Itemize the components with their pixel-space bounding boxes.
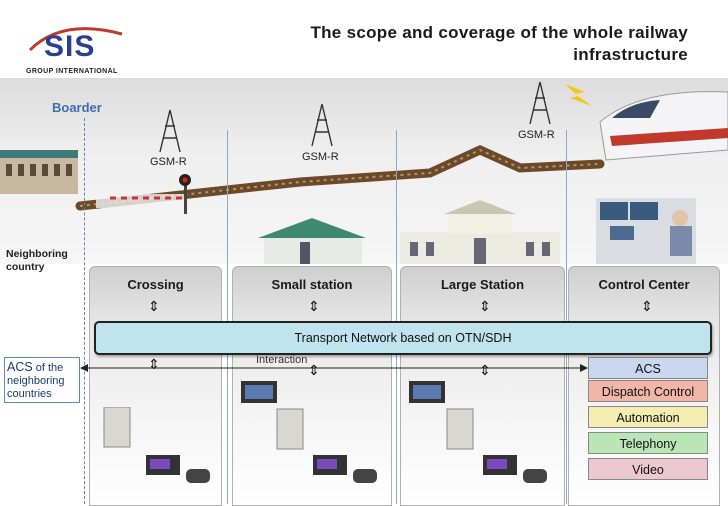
control-room-icon <box>596 198 696 264</box>
boarder-label: Boarder <box>52 100 102 115</box>
updown-arrow-icon: ⇕ <box>308 362 320 378</box>
acs-neighboring-box: ACS of the neighboring countries <box>4 357 80 403</box>
divider <box>227 130 228 504</box>
service-video: Video <box>588 458 708 480</box>
small-station-panel: Small station ⇕ ⇕ <box>232 266 392 506</box>
divider <box>396 130 397 504</box>
small-station-icon <box>258 218 366 264</box>
updown-arrow-icon: ⇕ <box>641 298 653 314</box>
gsm-tower-icon <box>311 103 333 147</box>
acs-label: ACS <box>7 360 33 374</box>
gsm-label: GSM-R <box>302 151 339 163</box>
updown-arrow-icon: ⇕ <box>479 298 491 314</box>
logo-subtitle: GROUP INTERNATIONAL <box>26 68 118 75</box>
crossing-barrier-icon <box>96 174 191 214</box>
logo-swoosh-icon <box>28 27 123 52</box>
panel-title: Large Station <box>440 277 525 292</box>
railway-scene <box>0 78 728 264</box>
acs-label-line3: countries <box>7 388 52 400</box>
interaction-label: Interaction <box>256 354 308 366</box>
station-equipment-icon <box>241 381 377 483</box>
gsm-label: GSM-R <box>150 156 187 168</box>
interaction-arrow-icon <box>80 364 588 372</box>
service-telephony: Telephony <box>588 432 708 454</box>
panel-title: Small station <box>271 277 353 292</box>
page-title: The scope and coverage of the whole rail… <box>310 23 688 64</box>
service-acs: ACS <box>588 357 708 379</box>
service-automation: Automation <box>588 406 708 428</box>
train-icon <box>599 91 728 161</box>
border-station-icon <box>0 150 78 194</box>
updown-arrow-icon: ⇕ <box>479 362 491 378</box>
updown-arrow-icon: ⇕ <box>148 356 160 372</box>
gsm-tower-icon <box>529 81 551 125</box>
large-station-icon <box>400 200 560 264</box>
acs-label-suffix: of the <box>35 362 64 374</box>
panel-title: Crossing <box>127 277 184 292</box>
logo-name: SIS <box>44 30 96 63</box>
border-line <box>84 118 85 504</box>
railway-track-icon <box>75 145 605 211</box>
gsm-label: GSM-R <box>518 129 555 141</box>
sis-logo <box>22 20 126 78</box>
signal-lightning-icon <box>565 84 592 106</box>
service-dispatch-control: Dispatch Control <box>588 380 708 402</box>
panel-title: Control Center <box>598 277 690 292</box>
crossing-equipment-icon <box>103 407 210 483</box>
neighboring-country-label: Neighboring country <box>6 248 68 273</box>
gsm-tower-icon <box>159 109 181 153</box>
transport-network-bar: Transport Network based on OTN/SDH <box>94 321 712 355</box>
updown-arrow-icon: ⇕ <box>148 298 160 314</box>
crossing-panel: Crossing ⇕ ⇕ <box>89 266 222 506</box>
station-equipment-icon <box>409 381 547 483</box>
large-station-panel: Large Station ⇕ ⇕ <box>400 266 565 506</box>
acs-label-line2: neighboring <box>7 375 65 387</box>
updown-arrow-icon: ⇕ <box>308 298 320 314</box>
divider <box>566 130 567 504</box>
